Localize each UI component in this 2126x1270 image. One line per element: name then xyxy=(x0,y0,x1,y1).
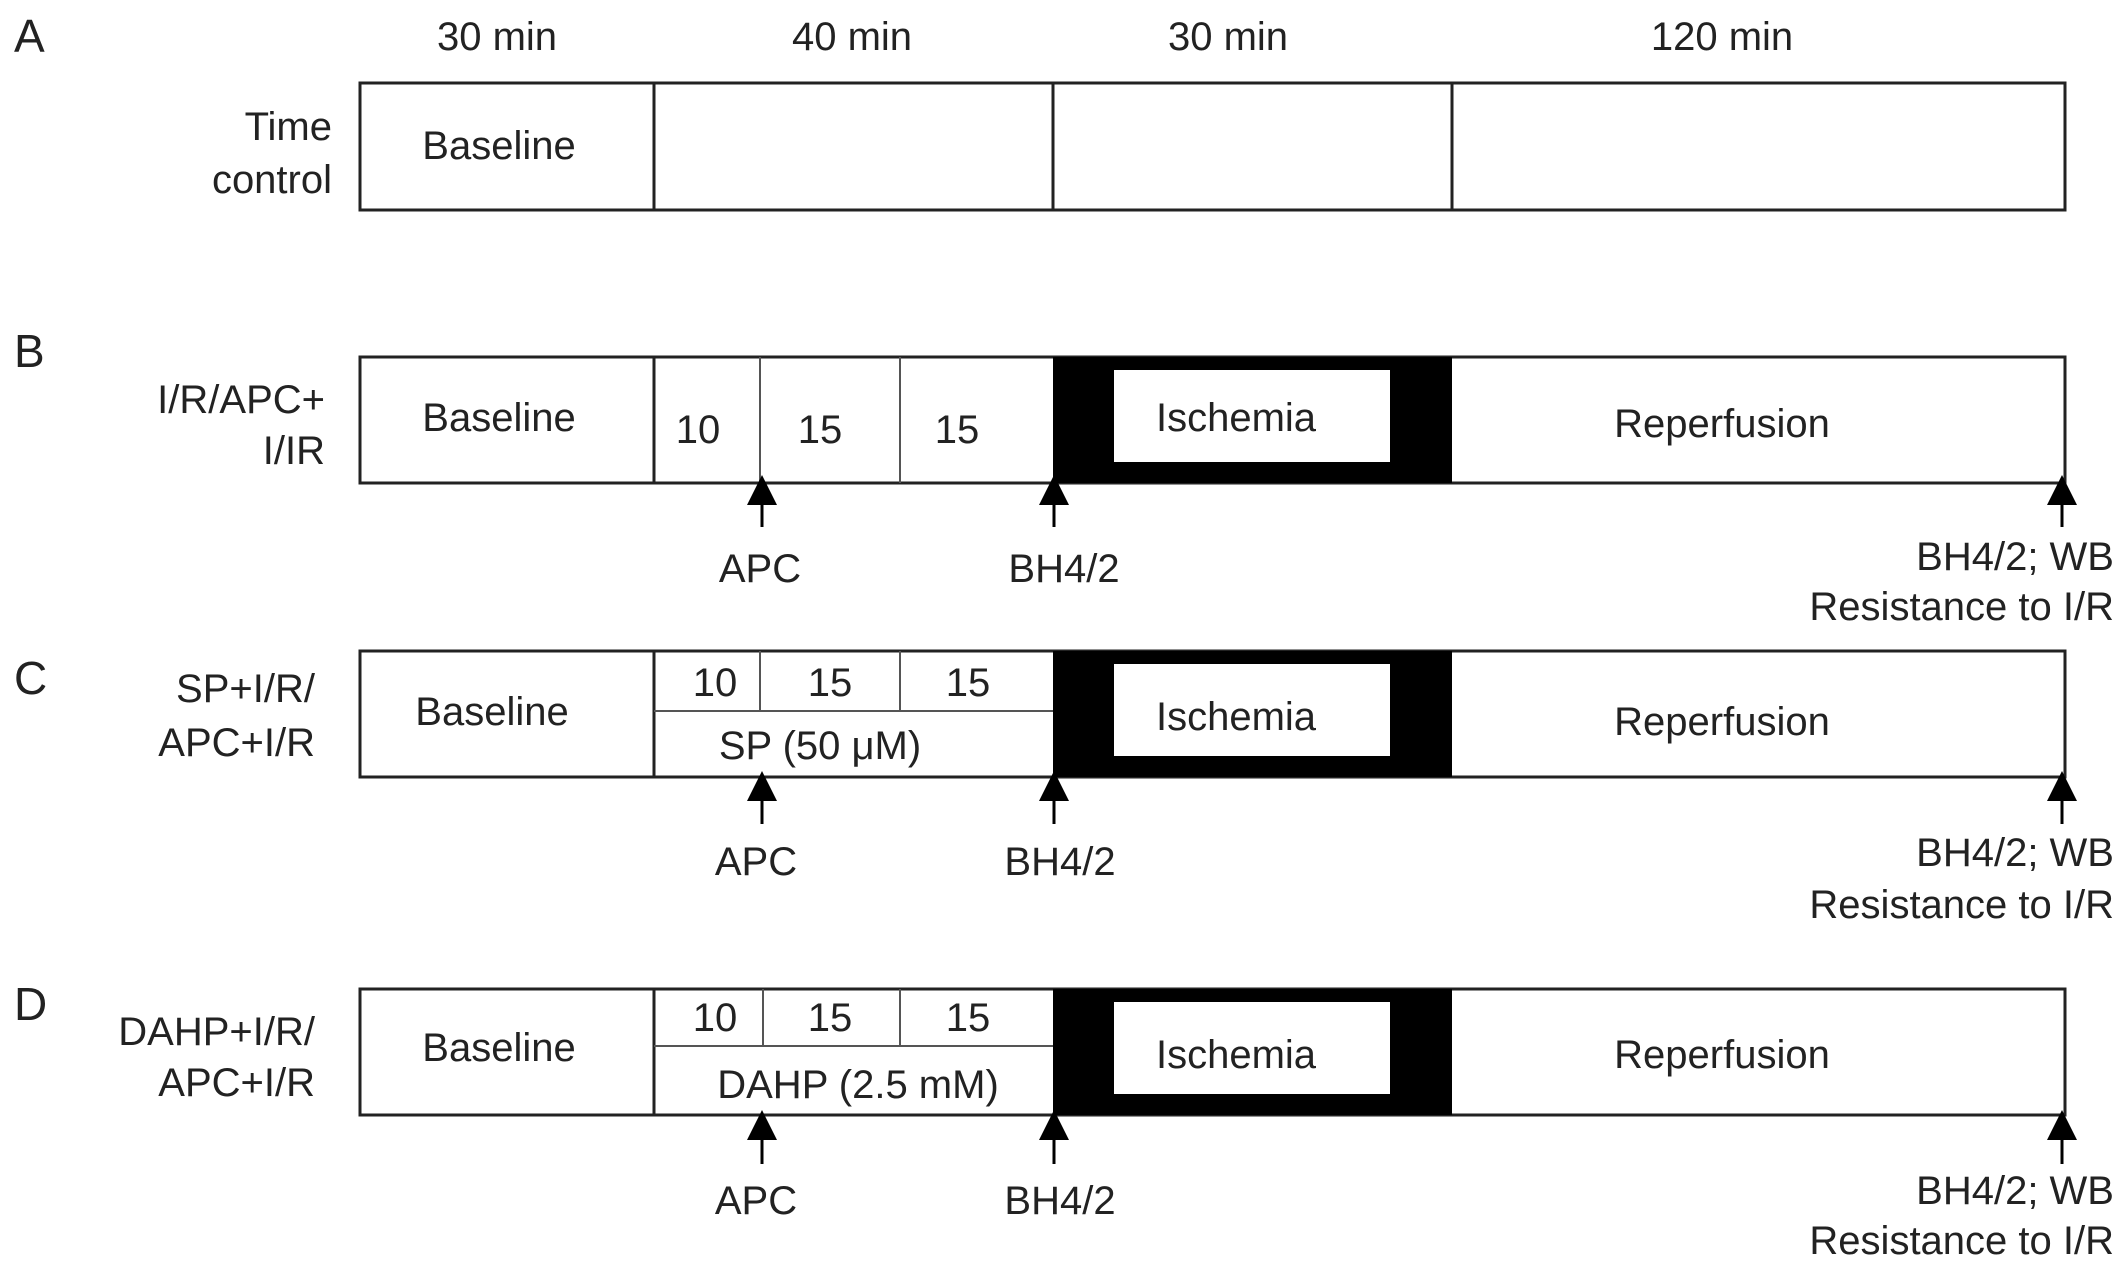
end-marker-c-line1: BH4/2; WB xyxy=(1916,831,2114,875)
group-label-d-line2: APC+I/R xyxy=(158,1061,315,1105)
marker-label-apc-c: APC xyxy=(715,840,797,884)
panel-letter-d: D xyxy=(14,978,47,1030)
duration-label-ischemia: 30 min xyxy=(1168,15,1288,59)
ischemia-label-d: Ischemia xyxy=(1156,1033,1317,1077)
interval-label-c-2: 15 xyxy=(808,661,853,705)
marker-label-bh4-b: BH4/2 xyxy=(1008,547,1119,591)
baseline-label-b: Baseline xyxy=(422,396,575,440)
interval-label-d-3: 15 xyxy=(946,996,991,1040)
marker-label-bh4-c: BH4/2 xyxy=(1004,840,1115,884)
baseline-label-d: Baseline xyxy=(422,1026,575,1070)
panel-letter-b: B xyxy=(14,325,45,377)
reperfusion-label-c: Reperfusion xyxy=(1614,700,1830,744)
ischemia-label-c: Ischemia xyxy=(1156,695,1317,739)
group-label-c-line2: APC+I/R xyxy=(158,721,315,765)
group-label-d-line1: DAHP+I/R/ xyxy=(118,1010,316,1054)
end-marker-b-line1: BH4/2; WB xyxy=(1916,535,2114,579)
interval-label-b-1: 10 xyxy=(676,408,721,452)
panel-c: C SP+I/R/ APC+I/R Baseline 10 15 15 SP (… xyxy=(14,649,2114,927)
end-marker-c-line2: Resistance to I/R xyxy=(1809,883,2114,927)
panel-d: D DAHP+I/R/ APC+I/R Baseline 10 15 15 DA… xyxy=(14,978,2114,1263)
duration-label-intervention: 40 min xyxy=(792,15,912,59)
panel-b: B I/R/APC+ I/IR Baseline 10 15 15 Ischem… xyxy=(14,325,2114,629)
ischemia-inner-b xyxy=(1114,370,1390,462)
timeline-bar-a xyxy=(358,81,2067,212)
ischemia-inner-d xyxy=(1114,1002,1390,1094)
interval-label-d-1: 10 xyxy=(693,996,738,1040)
group-label-b-line2: I/IR xyxy=(263,429,325,473)
end-marker-b-line2: Resistance to I/R xyxy=(1809,585,2114,629)
ischemia-label-b: Ischemia xyxy=(1156,396,1317,440)
treatment-label-c: SP (50 μM) xyxy=(719,724,921,768)
reperfusion-label-b: Reperfusion xyxy=(1614,402,1830,446)
duration-label-reperfusion: 120 min xyxy=(1651,15,1793,59)
duration-header: 30 min 40 min 30 min 120 min xyxy=(437,15,1793,59)
group-label-b-line1: I/R/APC+ xyxy=(157,378,325,422)
baseline-label-c: Baseline xyxy=(415,690,568,734)
interval-label-d-2: 15 xyxy=(808,996,853,1040)
interval-label-b-3: 15 xyxy=(935,408,980,452)
interval-label-c-1: 10 xyxy=(693,661,738,705)
treatment-label-d: DAHP (2.5 mM) xyxy=(717,1063,999,1107)
panel-letter-c: C xyxy=(14,652,47,704)
marker-label-apc-d: APC xyxy=(715,1179,797,1223)
group-label-c-line1: SP+I/R/ xyxy=(176,667,316,711)
duration-label-baseline: 30 min xyxy=(437,15,557,59)
panel-letter-a: A xyxy=(14,10,45,62)
marker-label-bh4-d: BH4/2 xyxy=(1004,1179,1115,1223)
panel-a: A Time control Baseline xyxy=(14,10,2067,212)
ischemia-inner-c xyxy=(1114,664,1390,756)
baseline-label-a: Baseline xyxy=(422,124,575,168)
group-label-a-line1: Time xyxy=(245,105,332,149)
group-label-a-line2: control xyxy=(212,158,332,202)
end-marker-d-line2: Resistance to I/R xyxy=(1809,1219,2114,1263)
marker-label-apc-b: APC xyxy=(719,547,801,591)
end-marker-d-line1: BH4/2; WB xyxy=(1916,1169,2114,1213)
interval-label-c-3: 15 xyxy=(946,661,991,705)
reperfusion-label-d: Reperfusion xyxy=(1614,1033,1830,1077)
interval-label-b-2: 15 xyxy=(798,408,843,452)
